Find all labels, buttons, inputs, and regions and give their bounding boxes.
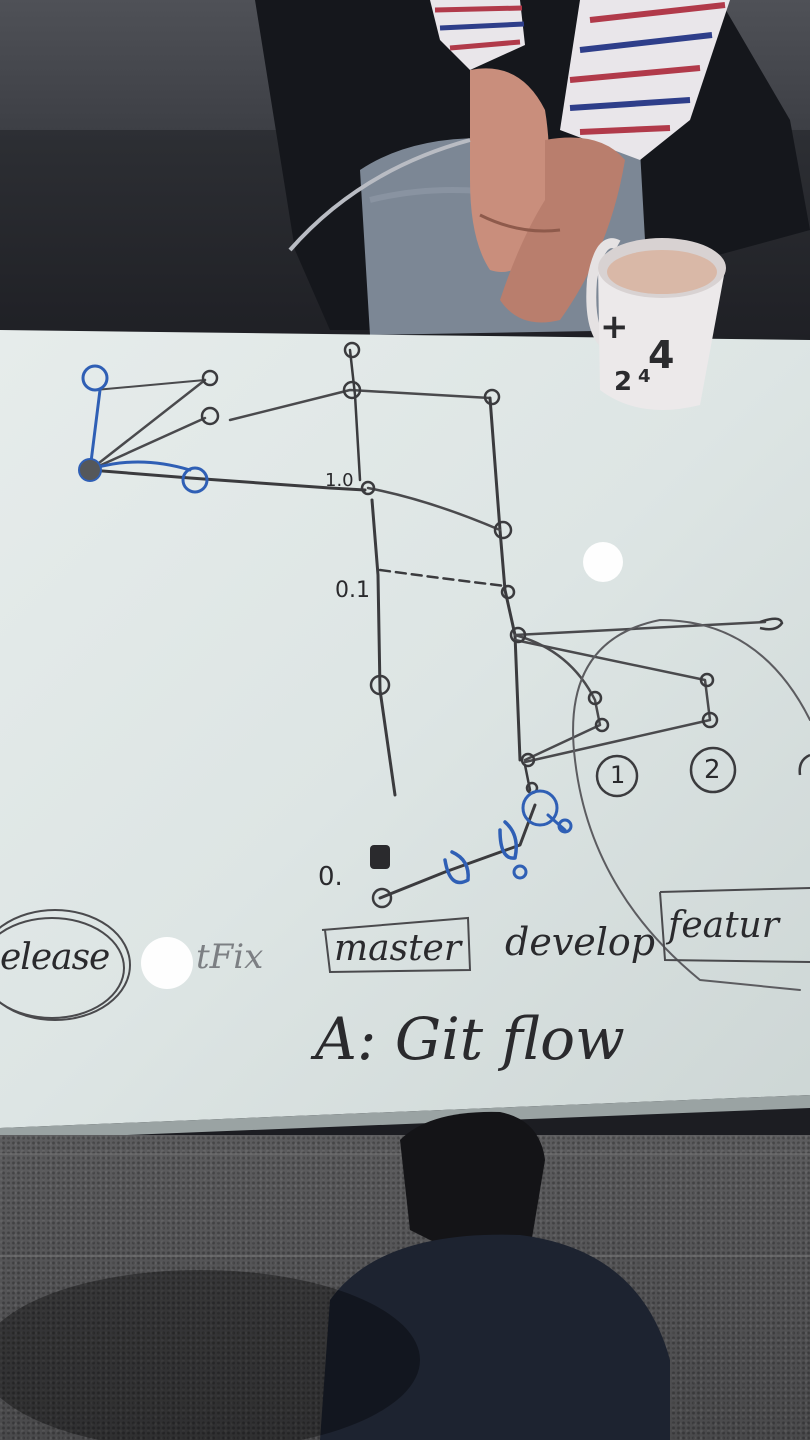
- branch-label-develop: develop: [505, 920, 656, 964]
- commit-node: [371, 887, 393, 909]
- version-label-1-0: 1.0: [325, 470, 354, 491]
- branch-label-hotfix: tFix: [196, 937, 264, 977]
- commit-node: [369, 674, 391, 696]
- branch-line-master: [88, 468, 367, 492]
- mug-print-4: 4: [648, 333, 674, 377]
- feature-number-circle: [798, 753, 810, 776]
- light-reflection: [583, 542, 623, 582]
- feature-number-circle: [689, 746, 737, 794]
- scribbled-node: [370, 845, 390, 869]
- version-label-0: 0.: [318, 862, 343, 892]
- commit-node: [594, 717, 610, 733]
- branch-line-develop: [488, 396, 522, 762]
- commit-node: [699, 672, 715, 688]
- commit-node: [342, 380, 362, 400]
- branch-label-master: master: [334, 928, 462, 969]
- person-figure: [255, 0, 810, 335]
- commit-node: [509, 626, 527, 644]
- mug-print-2: 2: [614, 367, 632, 397]
- commit-node: [587, 690, 603, 706]
- release-label-oval: [0, 909, 131, 1021]
- clasped-hands: [470, 68, 625, 323]
- striped-sleeve-left: [430, 0, 525, 70]
- commit-node-blue: [521, 789, 559, 827]
- branch-label-release: elease: [0, 937, 110, 978]
- commit-node: [200, 406, 220, 426]
- branch-line-top: [228, 388, 492, 422]
- commit-node: [360, 480, 376, 496]
- branch-label-feature: featur: [668, 905, 779, 946]
- branch-line-feature-1: [513, 633, 602, 762]
- commit-node: [520, 752, 536, 768]
- commit-node-blue: [512, 864, 528, 880]
- commit-node: [483, 388, 501, 406]
- origin-node: [78, 458, 102, 482]
- branch-line-feature-2: [513, 638, 712, 764]
- commit-node-blue: [81, 364, 109, 392]
- version-label-0-1: 0.1: [335, 578, 370, 603]
- striped-sleeve-right: [560, 0, 730, 160]
- diagram-title: A: Git flow: [315, 1005, 625, 1073]
- light-reflection: [141, 937, 193, 989]
- feature-number-1: 1: [610, 761, 626, 789]
- branch-line-feature-long: [513, 620, 767, 637]
- commit-node-blue: [557, 818, 573, 834]
- feature-number-circle: [595, 754, 639, 798]
- mug-print-4-small: 4: [638, 366, 651, 387]
- feature-label-box: [659, 887, 810, 963]
- blue-line-origin: [88, 388, 102, 472]
- mug-print-plus: +: [600, 307, 629, 347]
- commit-node: [493, 520, 513, 540]
- commit-node: [201, 369, 219, 387]
- branch-line-hotfix: [378, 803, 537, 900]
- branch-line-release-top: [348, 348, 362, 482]
- commit-node-blue: [181, 466, 209, 494]
- feature-group-oval: [572, 619, 810, 991]
- feature-number-2: 2: [704, 755, 721, 785]
- commit-node: [759, 617, 784, 631]
- commit-node: [701, 711, 719, 729]
- branch-line-release: [370, 498, 397, 797]
- commit-node: [500, 584, 516, 600]
- master-label-box: [321, 916, 472, 974]
- commit-node: [343, 341, 361, 359]
